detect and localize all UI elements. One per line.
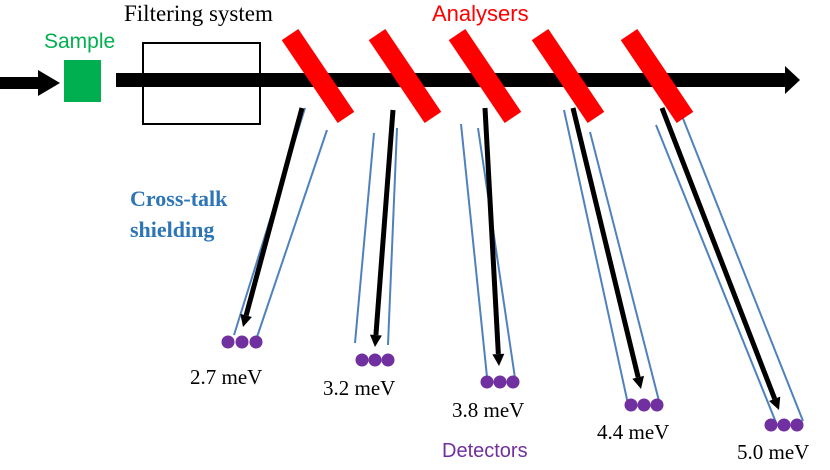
analysers-label: Analysers [432,1,529,26]
shielding-line-3-2 [477,127,516,379]
shielding-line-4-2 [589,131,660,402]
detector-3-2 [493,375,507,389]
detector-3-3 [506,375,520,389]
detector-1-3 [249,335,263,349]
shielding-line-5-1 [655,124,778,426]
scattered-beam-arrowhead-1 [240,313,252,327]
shielding-line-5-2 [681,115,804,422]
energy-label-4: 4.4 meV [597,420,670,444]
cross-talk-label: Cross-talk shielding [130,183,227,245]
analyser-3 [448,28,522,124]
module-3 [448,28,522,389]
cross-talk-label-line1: Cross-talk [130,186,228,211]
filtering-system-box [142,42,261,125]
detector-2-1 [355,353,369,367]
scattered-beam-arrowhead-2 [369,334,382,347]
analyser-4 [531,28,605,124]
filtering-system-label: Filtering system [124,1,273,26]
detectors-label: Detectors [442,440,528,462]
scattered-beam-arrowhead-3 [492,353,505,366]
shielding-line-4-1 [563,109,629,405]
detector-4-1 [624,398,638,412]
energy-label-2: 3.2 meV [323,376,396,400]
cross-talk-label-line2: shielding [130,217,215,242]
detector-1-1 [221,335,235,349]
module-4 [531,28,664,412]
incoming-beam [0,70,60,96]
detector-5-3 [790,418,804,432]
detector-3-1 [480,375,494,389]
energy-label-5: 5.0 meV [737,440,810,464]
sample-block [64,60,101,102]
scattered-beam-arrowhead-4 [632,375,645,389]
scattered-beam-4 [570,107,641,378]
detector-5-2 [777,418,791,432]
analyser-5 [620,28,694,124]
shielding-line-1-2 [255,129,328,341]
module-5 [620,28,804,432]
module-1 [221,28,355,349]
scattered-beam-1 [243,107,305,317]
detector-1-2 [235,335,249,349]
shielding-line-3-1 [460,123,488,378]
scattered-beam-3 [482,107,501,355]
shielding-line-2-1 [354,132,375,344]
shielding-line-2-2 [387,127,398,346]
scattered-beam-2 [373,109,396,336]
scattered-beam-arrowhead-5 [769,396,781,410]
analyser-1 [281,28,355,124]
scattered-beam-5 [659,107,777,400]
main-beam [116,66,800,94]
module-2 [354,28,442,367]
energy-label-1: 2.7 meV [190,365,263,389]
detector-2-2 [368,353,382,367]
detector-4-2 [637,398,651,412]
detector-4-3 [650,398,664,412]
detector-2-3 [381,353,395,367]
analyser-2 [368,28,442,124]
sample-label: Sample [44,30,116,53]
detector-5-1 [764,418,778,432]
energy-label-3: 3.8 meV [452,398,525,422]
